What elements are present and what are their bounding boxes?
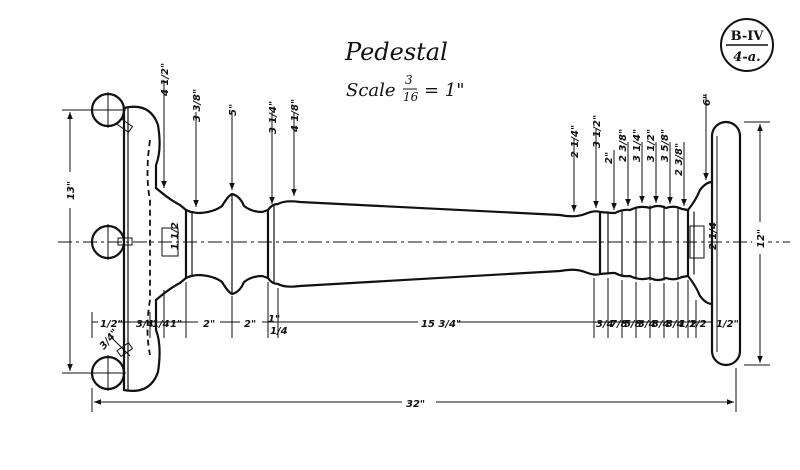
scale-numerator: 3 bbox=[405, 73, 413, 87]
dia-label-12: 3 5/8" bbox=[660, 129, 671, 162]
left-height-label: 13" bbox=[66, 181, 77, 200]
len-label-16: 1/2 bbox=[679, 319, 697, 330]
len-label-18: 1/2" bbox=[716, 319, 739, 330]
overall-length-label: 32" bbox=[406, 399, 425, 410]
turned-shaft bbox=[154, 180, 714, 306]
len-label-1: 1/2" bbox=[100, 319, 123, 330]
diameter-leaders bbox=[161, 80, 709, 212]
diameter-labels: 4 1/2" 3 3/8" 5" 3 1/4" 4 1/8" 2 1/4" 3 … bbox=[160, 63, 713, 176]
dia-label-13: 2 3/8" bbox=[674, 143, 685, 176]
right-hub-dim: 2 1/4 bbox=[708, 222, 719, 250]
plate-badge: B-IV 4-a. bbox=[720, 18, 774, 72]
len-label-12: 5/8 bbox=[624, 319, 642, 330]
dia-label-3: 5" bbox=[228, 104, 239, 116]
len-label-6: 2" bbox=[244, 319, 256, 330]
len-label-10: 3/4 bbox=[596, 319, 614, 330]
len-label-13: 3/4 bbox=[638, 319, 656, 330]
dia-label-2: 3 3/8" bbox=[192, 89, 203, 122]
plate-number-bottom: 4-a. bbox=[733, 50, 760, 65]
scale-suffix: = 1" bbox=[424, 80, 465, 101]
len-label-4: 1" bbox=[170, 319, 182, 330]
dia-label-11: 3 1/2" bbox=[646, 129, 657, 162]
len-label-15: 3/4 bbox=[666, 319, 684, 330]
end-plate-right bbox=[710, 120, 742, 367]
len-label-3: 1/4 bbox=[152, 319, 170, 330]
dia-label-1: 4 1/2" bbox=[160, 63, 171, 97]
height-dim-left: 13" bbox=[62, 109, 100, 374]
bolt-dim: 3/4" bbox=[98, 327, 131, 357]
dia-label-5: 4 1/8" bbox=[290, 99, 301, 133]
len-label-5: 2" bbox=[203, 319, 215, 330]
len-label-8: 1/4 bbox=[270, 326, 288, 337]
dia-label-4: 3 1/4" bbox=[268, 101, 279, 134]
scale-note: Scale 3 16 = 1" bbox=[346, 73, 465, 104]
height-dim-right: 12" bbox=[744, 121, 770, 366]
dia-label-7: 3 1/2" bbox=[592, 115, 603, 148]
drawing-title: Pedestal bbox=[344, 38, 448, 66]
dia-label-8: 2" bbox=[604, 152, 615, 164]
overall-length-dim: 32" bbox=[91, 368, 737, 412]
dia-label-9: 2 3/8" bbox=[618, 129, 629, 162]
plate-number-top: B-IV bbox=[731, 29, 765, 44]
scale-prefix: Scale bbox=[346, 80, 396, 101]
len-label-9: 15 3/4" bbox=[421, 319, 461, 330]
scale-denominator: 16 bbox=[403, 90, 419, 104]
len-label-14: 3/4 bbox=[652, 319, 670, 330]
bolt-dim-label: 3/4" bbox=[98, 327, 121, 352]
len-label-11: 7/8 bbox=[610, 319, 628, 330]
len-label-2: 3/4 bbox=[136, 319, 154, 330]
dia-label-10: 3 1/4" bbox=[632, 129, 643, 162]
dia-label-14: 6" bbox=[702, 94, 713, 106]
right-height-label: 12" bbox=[756, 229, 767, 248]
len-label-17: 1/2 bbox=[689, 319, 707, 330]
len-label-7: 1" bbox=[268, 314, 280, 325]
left-hub-dim: 1 1/2 bbox=[170, 222, 181, 250]
caster-foot-left bbox=[90, 92, 161, 392]
dia-label-6: 2 1/4" bbox=[570, 125, 581, 158]
length-dim-labels: 1/2" 3/4 1/4 1" 2" 2" 1" 1/4 15 3/4" 3/4… bbox=[98, 314, 739, 337]
length-dim-row bbox=[91, 278, 713, 338]
